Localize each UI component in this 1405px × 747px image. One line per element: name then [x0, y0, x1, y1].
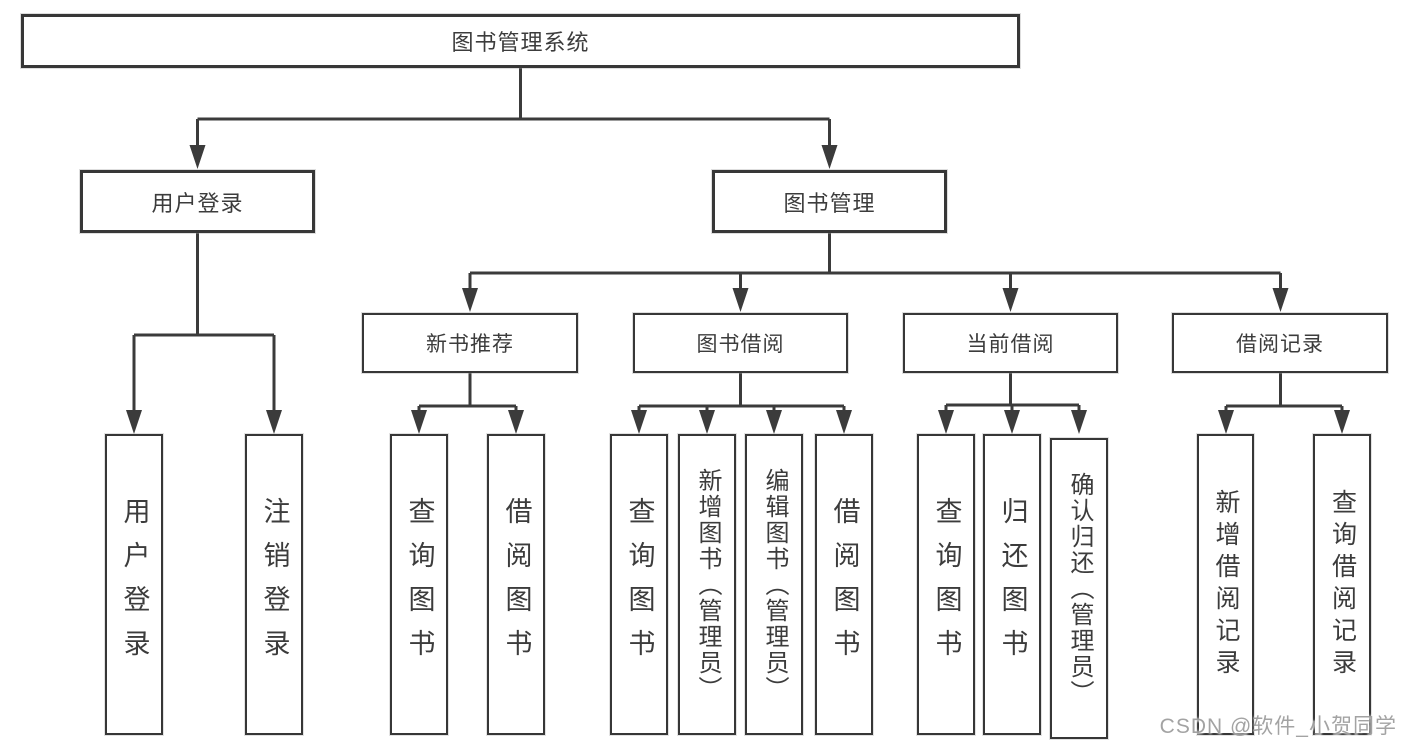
node-label: 用户登录: [151, 190, 244, 216]
leaf-label: 查询图书: [624, 496, 655, 673]
arrowhead-down: [462, 288, 478, 312]
leaf-logout-login: 注销登录: [245, 434, 303, 735]
csdn-watermark: CSDN @软件_小贺同学: [1159, 715, 1397, 738]
connector-borrow-records-group: [1218, 373, 1350, 434]
leaf-nb-borrow-books: 借阅图书: [487, 434, 545, 735]
arrowhead-down: [732, 288, 749, 312]
leaf-nb-query-books: 查询图书: [390, 434, 448, 735]
group-book-borrow: 图书借阅: [633, 313, 848, 373]
leaf-label: 编辑图书（管理员）: [761, 467, 788, 702]
leaf-bb-query-books: 查询图书: [610, 434, 668, 735]
node-root: 图书管理系统: [21, 14, 1020, 68]
node-label: 图书管理: [783, 190, 876, 216]
branch-user-login: 用户登录: [80, 170, 315, 233]
leaf-bb-add-books-admin: 新增图书（管理员）: [678, 434, 736, 735]
arrowhead-down: [938, 410, 954, 434]
leaf-cb-confirm-return-admin: 确认归还（管理员）: [1050, 438, 1108, 739]
leaf-label: 查询图书: [404, 496, 435, 673]
leaf-cb-return-books: 归还图书: [983, 434, 1041, 735]
node-label: 图书借阅: [696, 333, 785, 356]
leaf-label: 查询图书: [931, 496, 962, 673]
arrowhead-down: [821, 145, 838, 169]
leaf-label: 新增借阅记录: [1212, 488, 1240, 681]
connector-book-borrow-group: [631, 373, 852, 434]
arrowhead-down: [508, 410, 524, 434]
leaf-cb-query-books: 查询图书: [917, 434, 975, 735]
leaf-bb-edit-books-admin: 编辑图书（管理员）: [745, 434, 803, 735]
arrowhead-down: [411, 410, 427, 434]
node-label: 图书管理系统: [451, 30, 590, 55]
arrowhead-down: [1071, 410, 1087, 434]
leaf-label: 注销登录: [259, 496, 290, 673]
arrowhead-down: [836, 410, 852, 434]
leaf-br-add-record: 新增借阅记录: [1197, 434, 1254, 735]
connector-current-borrow-group: [938, 373, 1087, 434]
connector-user-login-branch: [126, 233, 282, 434]
leaf-label: 借阅图书: [829, 496, 860, 673]
arrowhead-down: [1004, 410, 1020, 434]
leaf-user-login: 用户登录: [105, 434, 163, 735]
arrowhead-down: [1272, 288, 1289, 312]
branch-book-management: 图书管理: [712, 170, 947, 233]
group-new-book-recommend: 新书推荐: [362, 313, 578, 373]
connector-root-to-branches: [189, 68, 838, 169]
arrowhead-down: [1002, 288, 1019, 312]
leaf-label: 借阅图书: [501, 496, 532, 673]
arrowhead-down: [1334, 410, 1350, 434]
arrowhead-down: [766, 410, 782, 434]
arrowhead-down: [189, 145, 206, 169]
arrowhead-down: [1218, 410, 1234, 434]
group-borrow-records: 借阅记录: [1172, 313, 1388, 373]
leaf-label: 归还图书: [997, 496, 1028, 673]
arrowhead-down: [699, 410, 715, 434]
node-label: 新书推荐: [426, 333, 514, 356]
connector-new-book-group: [411, 373, 524, 434]
arrowhead-down: [631, 410, 647, 434]
leaf-br-query-record: 查询借阅记录: [1313, 434, 1371, 735]
leaf-bb-borrow-books: 借阅图书: [815, 434, 873, 735]
leaf-label: 用户登录: [119, 496, 150, 673]
node-label: 借阅记录: [1236, 333, 1324, 356]
leaf-label: 新增图书（管理员）: [694, 467, 721, 702]
leaf-label: 查询借阅记录: [1328, 488, 1357, 681]
arrowhead-down: [266, 410, 282, 434]
connector-book-management-branch: [462, 233, 1289, 312]
leaf-label: 确认归还（管理员）: [1066, 471, 1093, 706]
arrowhead-down: [126, 410, 142, 434]
group-current-borrow: 当前借阅: [903, 313, 1118, 373]
node-label: 当前借阅: [966, 333, 1055, 356]
